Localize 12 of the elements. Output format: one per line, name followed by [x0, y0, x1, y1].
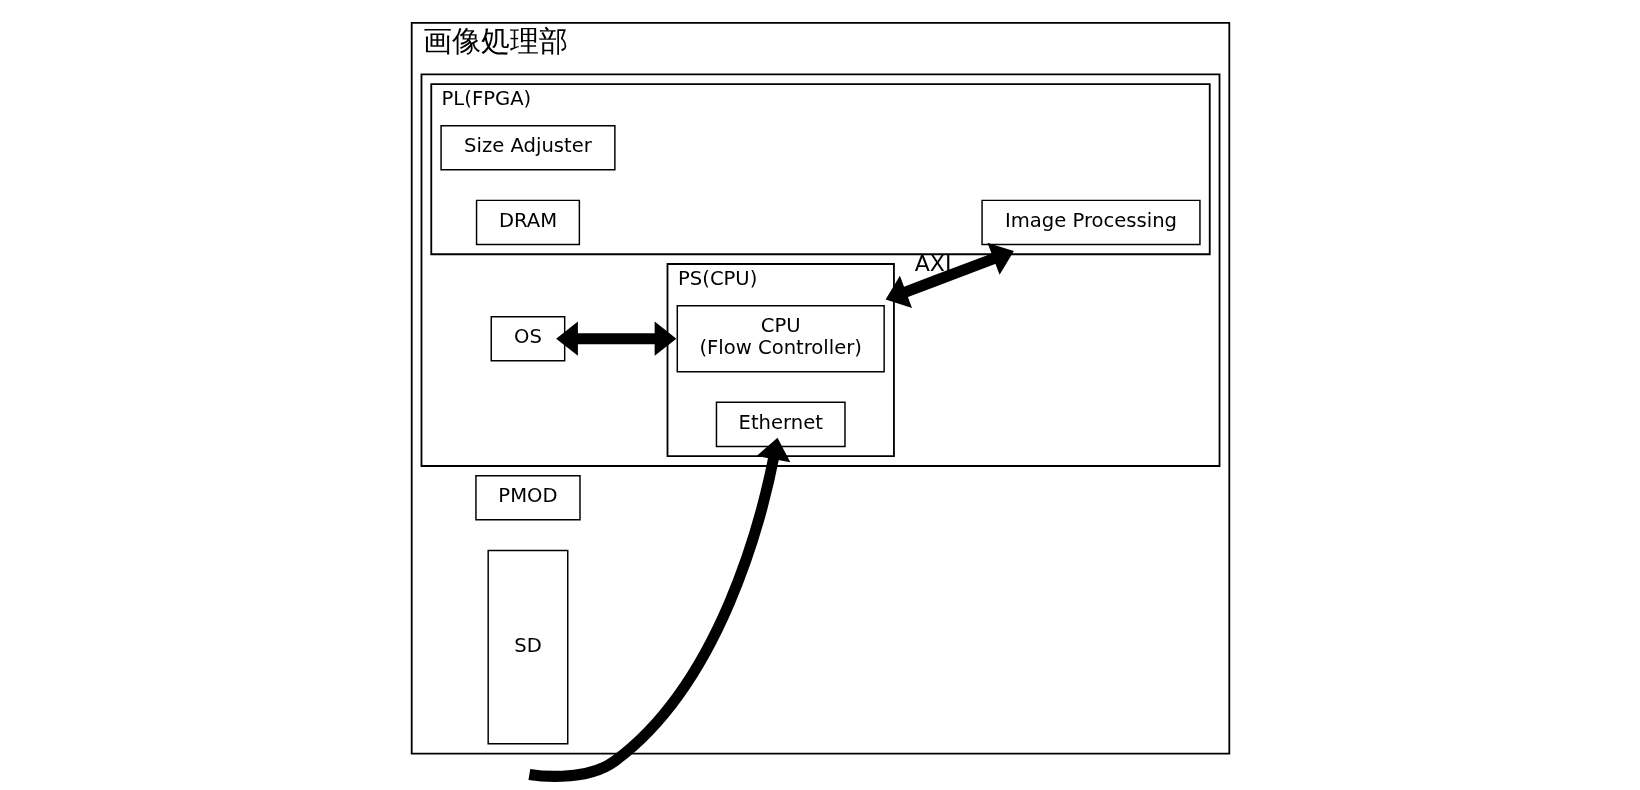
- node-box: OS: [490, 315, 565, 362]
- arrow: [885, 242, 1014, 308]
- arrow: [555, 321, 676, 356]
- node-box: CPU (Flow Controller): [676, 304, 885, 373]
- node-box: DRAM: [475, 199, 580, 246]
- arrow: [528, 437, 790, 782]
- cluster: [420, 73, 1220, 467]
- node-box: PMOD: [474, 475, 581, 521]
- node-box: Size Adjuster: [439, 125, 616, 171]
- node-box: Ethernet: [715, 401, 846, 448]
- node-box: Image Processing: [980, 199, 1201, 246]
- node-box: SD: [486, 549, 568, 745]
